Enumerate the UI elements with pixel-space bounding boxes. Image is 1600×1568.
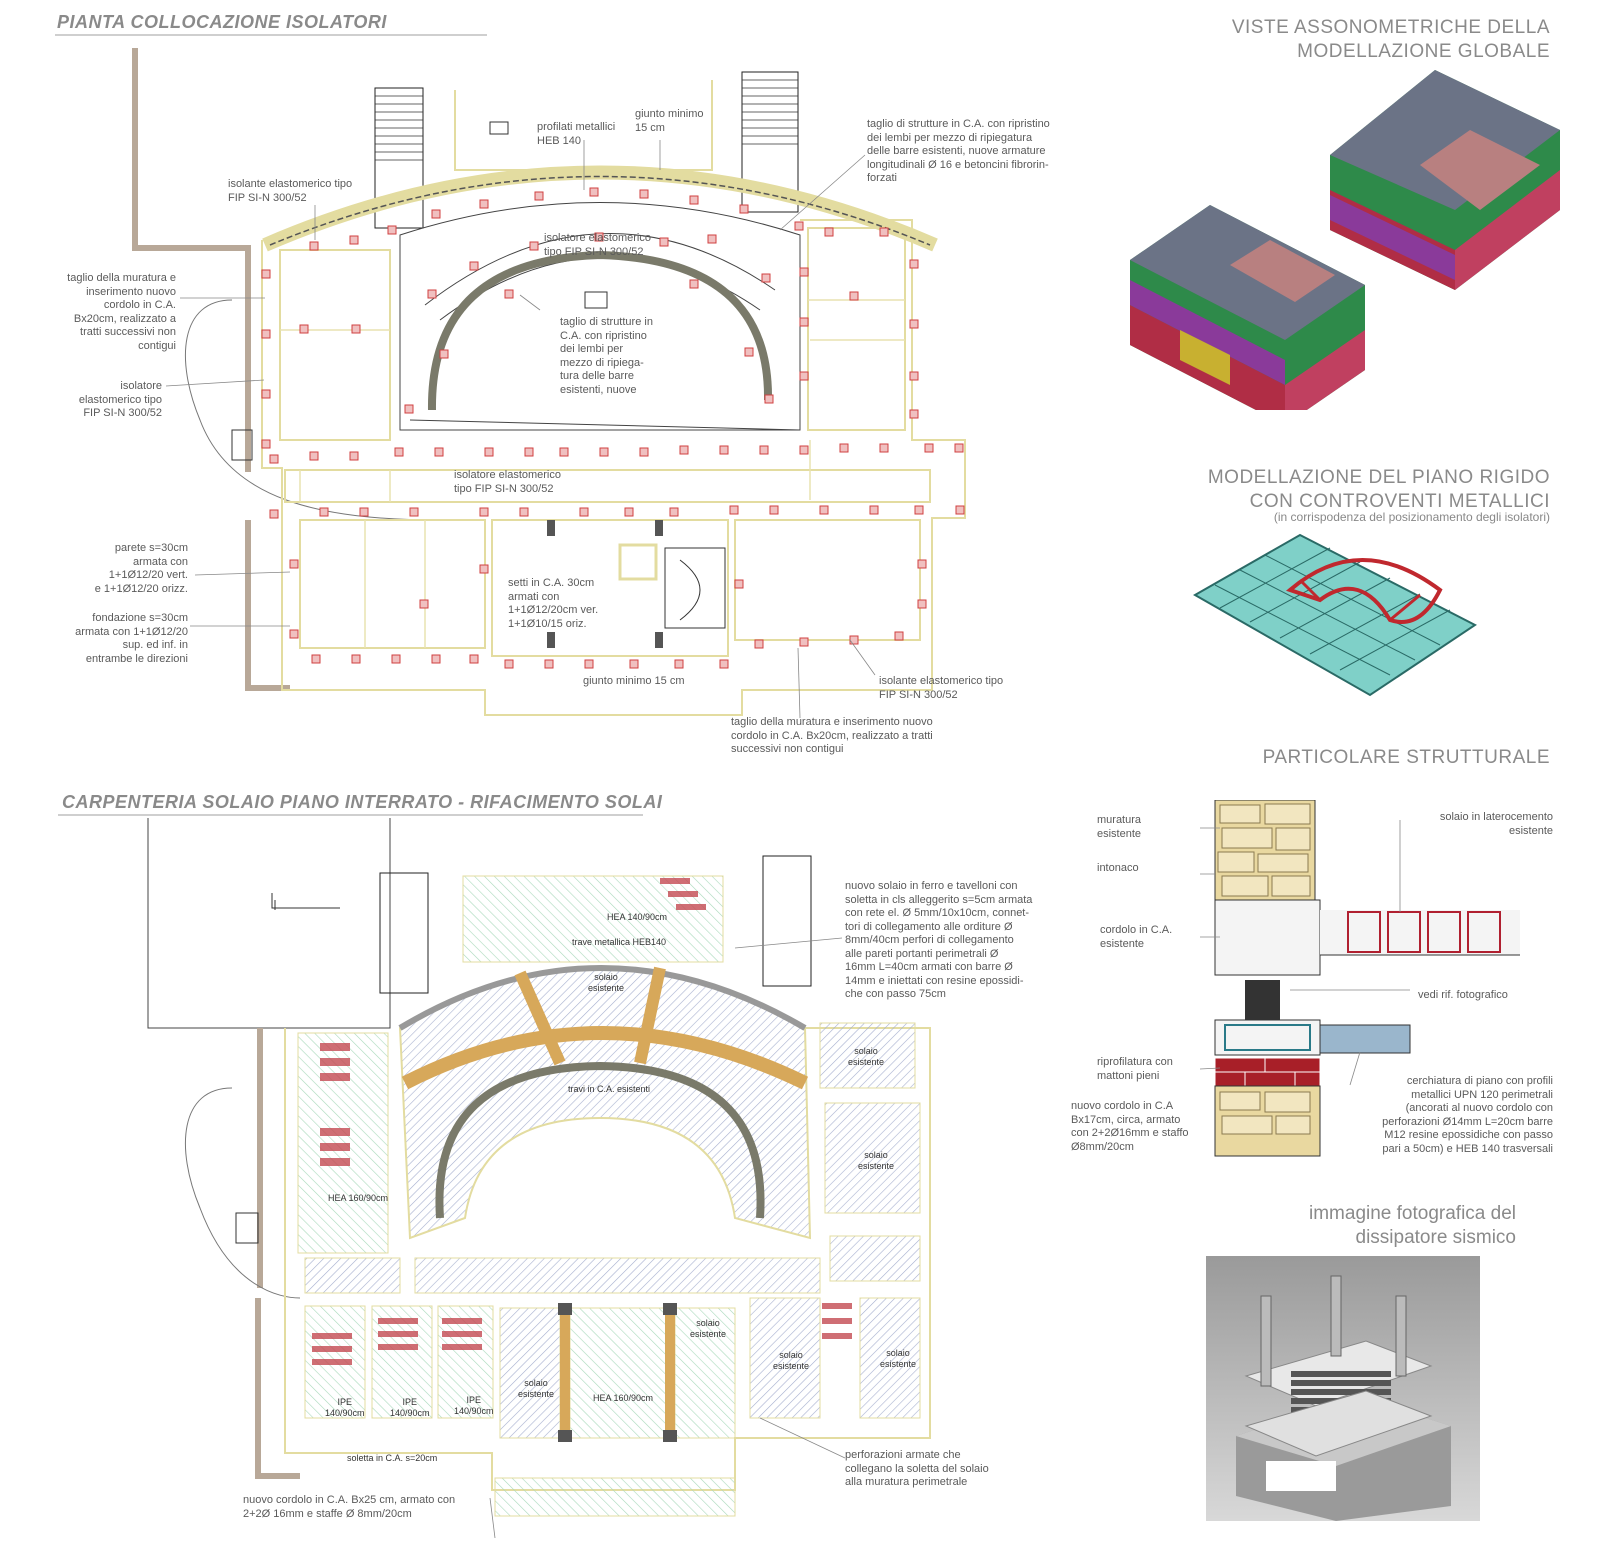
label-hea140: HEA 140/90cm — [607, 912, 668, 922]
detail-cordolo: cordolo in C.A. esistente — [1100, 924, 1173, 950]
label-trave-metallica: trave metallica HEB140 — [572, 937, 667, 947]
label-ipe: IPE 140/90cm — [325, 1397, 365, 1418]
label-solaio-esistente: solaio esistente — [690, 1318, 727, 1339]
label-hea160-center: HEA 160/90cm — [593, 1393, 654, 1403]
detail-muratura: muratura esistente — [1097, 814, 1142, 840]
carpentry-plan-drawing — [147, 818, 931, 1539]
structural-detail-drawing — [1200, 800, 1520, 1157]
detail-cerchiatura: cerchiatura di piano con profili metalli… — [1382, 1075, 1553, 1155]
note-giunto-bottom: giunto minimo 15 cm — [583, 675, 685, 687]
label-solaio-esistente: solaio esistente — [588, 972, 625, 993]
note-parete: parete s=30cm armata con 1+1Ø12/20 vert.… — [94, 542, 188, 595]
note-taglio-muratura-bottom: taglio della muratura e inserimento nuov… — [731, 716, 933, 755]
note-isolatore-center: isolatore elastomerico tipo FIP SI-N 300… — [544, 232, 651, 258]
photo-title: immagine fotografica del dissipatore sis… — [1309, 1203, 1516, 1248]
detail-riprofilatura: riprofilatura con mattoni pieni — [1097, 1056, 1173, 1082]
label-travi-ca: travi in C.A. esistenti — [568, 1084, 651, 1094]
detail-nuovo-cordolo: nuovo cordolo in C.A Bx17cm, circa, arma… — [1071, 1100, 1189, 1153]
carpentry-title: CARPENTERIA SOLAIO PIANO INTERRATO - RIF… — [62, 792, 663, 812]
note-giunto-top: giunto minimo 15 cm — [635, 108, 704, 134]
note-taglio-ca-right: taglio di strutture in C.A. con ripristi… — [867, 118, 1050, 184]
axonometric-title: VISTE ASSONOMETRICHE DELLA MODELLAZIONE … — [1231, 17, 1550, 62]
detail-solaio-laterocemento: solaio in laterocemento esistente — [1439, 811, 1553, 837]
detail-vedi: vedi rif. fotografico — [1418, 989, 1508, 1001]
isolator-plan-drawing — [132, 48, 966, 719]
label-solaio-esistente: solaio esistente — [773, 1350, 810, 1371]
note-perforazioni: perforazioni armate che collegano la sol… — [845, 1449, 989, 1488]
rigid-floor-title: MODELLAZIONE DEL PIANO RIGIDO CON CONTRO… — [1207, 467, 1550, 512]
note-nuovo-cordolo: nuovo cordolo in C.A. Bx25 cm, armato co… — [243, 1494, 456, 1520]
title-underline — [55, 34, 487, 36]
label-solaio-esistente: solaio esistente — [880, 1348, 917, 1369]
label-solaio-esistente: solaio esistente — [858, 1150, 895, 1171]
note-isolante-top: isolante elastomerico tipo FIP SI-N 300/… — [228, 178, 353, 204]
note-setti: setti in C.A. 30cm armati con 1+1Ø12/20c… — [508, 577, 599, 630]
plan-isolators-title: PIANTA COLLOCAZIONE ISOLATORI — [57, 12, 387, 32]
label-ipe: IPE 140/90cm — [390, 1397, 430, 1418]
structural-detail-title: PARTICOLARE STRUTTURALE — [1262, 747, 1550, 768]
note-taglio-muratura-left: taglio della muratura e inserimento nuov… — [67, 272, 176, 352]
note-taglio-ca-center: taglio di strutture in C.A. con ripristi… — [560, 316, 653, 396]
label-solaio-esistente: solaio esistente — [848, 1046, 885, 1067]
rigid-floor-model — [1192, 533, 1477, 697]
axonometric-model-views — [1130, 70, 1560, 410]
note-fondazione: fondazione s=30cm armata con 1+1Ø12/20 s… — [75, 612, 188, 665]
perimeter-masonry-wall — [132, 48, 251, 472]
seismic-damper-photo — [1206, 1256, 1480, 1521]
label-ipe: IPE 140/90cm — [454, 1395, 494, 1416]
label-solaio-esistente: solaio esistente — [518, 1378, 555, 1399]
perimeter-masonry-wall — [245, 520, 290, 691]
note-isolatore-mid: isolatore elastomerico tipo FIP SI-N 300… — [454, 469, 561, 495]
label-soletta: soletta in C.A. s=20cm — [347, 1453, 438, 1463]
note-isolante-bottom: isolante elastomerico tipo FIP SI-N 300/… — [879, 675, 1004, 701]
detail-intonaco: intonaco — [1097, 862, 1139, 874]
note-nuovo-solaio: nuovo solaio in ferro e tavelloni con so… — [845, 880, 1033, 1000]
label-hea160-left: HEA 160/90cm — [328, 1193, 389, 1203]
rigid-floor-subtitle: (in corrispodenza del posizionamento deg… — [1273, 510, 1550, 524]
title-underline — [58, 814, 643, 816]
note-isolatore-left: isolatore elastomerico tipo FIP SI-N 300… — [78, 380, 162, 419]
note-profili: profilati metallici HEB 140 — [537, 121, 616, 147]
